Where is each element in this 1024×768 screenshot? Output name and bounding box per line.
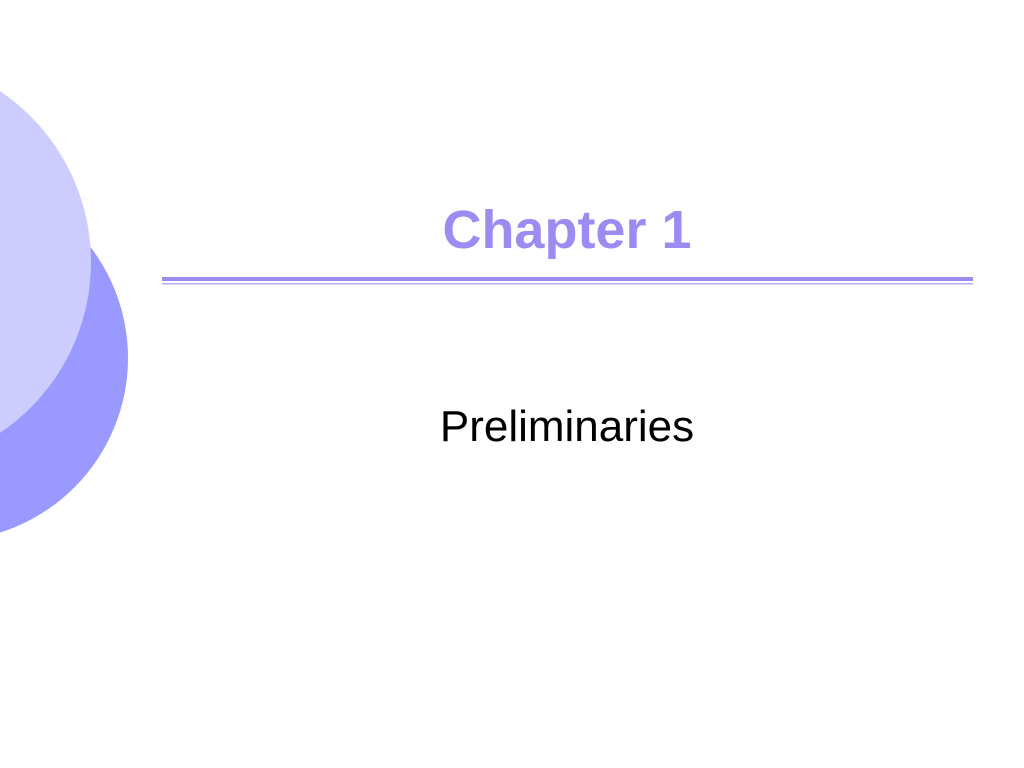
title-underline (162, 277, 973, 285)
decorative-circles (0, 91, 128, 533)
slide-subtitle: Preliminaries (439, 402, 695, 451)
inner-circle (0, 91, 91, 433)
slide-title: Chapter 1 (442, 200, 692, 260)
